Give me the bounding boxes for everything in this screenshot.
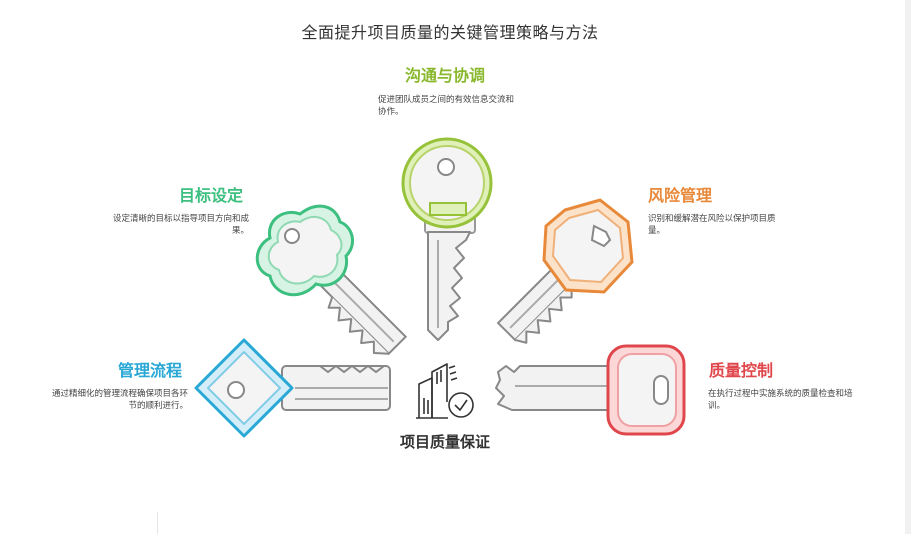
key-communication [401, 137, 493, 341]
label-quality: 质量控制 [709, 361, 774, 380]
label-goal: 目标设定 [179, 186, 244, 205]
quality-assurance-icon [416, 363, 474, 419]
divider [157, 512, 158, 534]
label-risk: 风险管理 [648, 186, 713, 205]
desc-process: 通过精细化的管理流程确保项目各环节的顺利进行。 [51, 389, 188, 411]
center-label: 项目质量保证 [399, 433, 490, 451]
key-process [194, 338, 391, 438]
key-quality [495, 344, 686, 436]
desc-goal: 设定清晰的目标以指导项目方向和成果。 [112, 214, 249, 236]
key-goal [255, 204, 408, 356]
key-risk [496, 198, 634, 344]
label-communication: 沟通与协调 [405, 66, 486, 85]
desc-communication: 促进团队成员之间的有效信息交流和协作。 [378, 95, 515, 117]
desc-risk: 识别和缓解潜在风险以保护项目质量。 [648, 214, 776, 236]
scrollbar-track[interactable] [905, 0, 911, 534]
label-process: 管理流程 [118, 361, 183, 380]
desc-quality: 在执行过程中实施系统的质量检查和培训。 [708, 389, 853, 411]
diagram-title: 全面提升项目质量的关键管理策略与方法 [301, 23, 599, 42]
